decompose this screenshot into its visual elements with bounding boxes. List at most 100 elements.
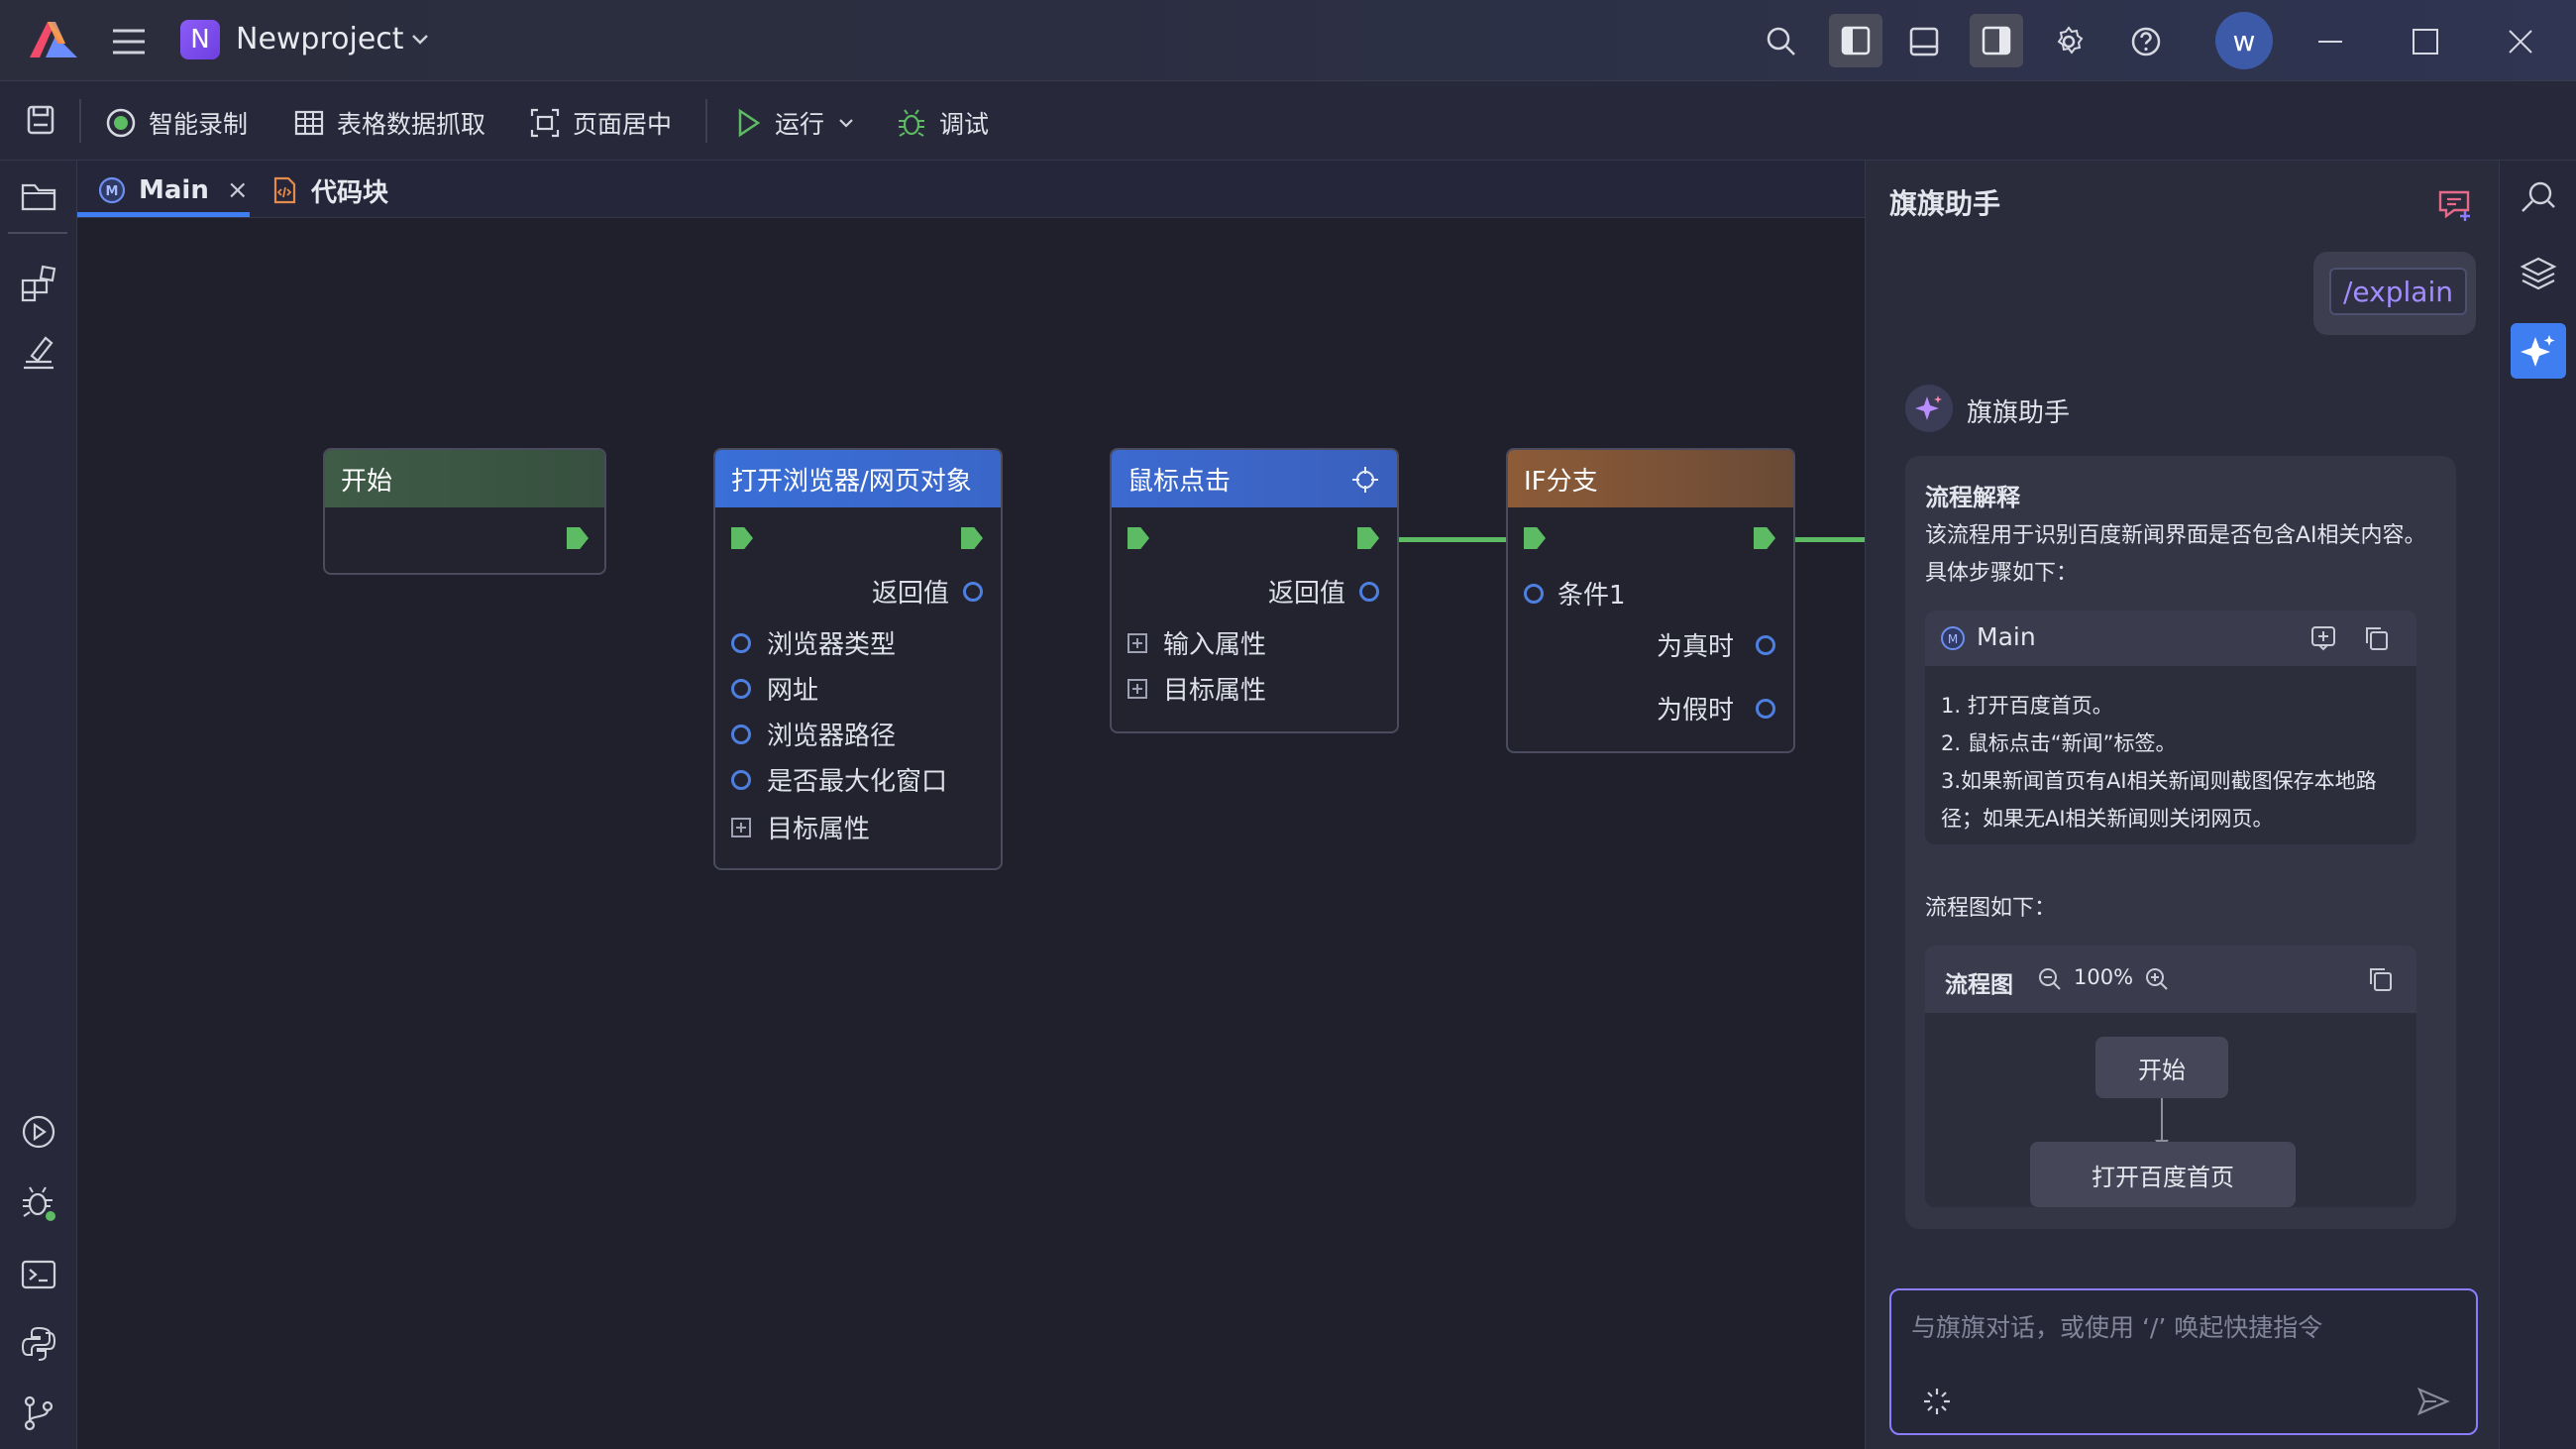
insert-icon[interactable] [2309,624,2337,652]
tab-main[interactable]: M Main × [97,168,249,212]
step-line: 径；如果无AI相关新闻则关闭网页。 [1941,807,2274,831]
param-port[interactable] [731,678,751,699]
terminal-icon[interactable] [17,1253,60,1296]
output-port[interactable] [961,527,983,549]
center-icon [530,108,560,138]
user-avatar[interactable]: w [2215,12,2273,69]
expand-row[interactable]: 目标属性 [1112,670,1397,707]
flowchart-block: 流程图 100% 开始 打开百度首页 [1925,946,2416,1207]
condition-port[interactable] [1524,583,1544,604]
expand-row[interactable]: 目标属性 [715,809,1001,845]
smart-record-button[interactable]: 智能录制 [105,103,248,143]
left-activity-bar [0,161,77,1449]
true-branch-port[interactable] [1756,634,1775,655]
python-icon[interactable] [17,1322,60,1366]
expand-plus-icon[interactable] [731,817,751,837]
output-port[interactable] [1357,527,1379,549]
center-page-label: 页面居中 [573,110,673,139]
copy-icon[interactable] [2367,965,2395,993]
maximize-icon[interactable] [2402,18,2449,65]
output-port[interactable] [567,527,589,549]
output-port[interactable] [1754,527,1775,549]
element-search-icon[interactable] [2511,170,2566,226]
false-branch-label: 为假时 [1656,696,1734,725]
components-icon[interactable] [17,262,60,305]
folder-icon[interactable] [17,174,60,218]
center-page-button[interactable]: 页面居中 [529,103,672,143]
response-intro-line: 具体步骤如下： [1925,561,2079,586]
project-name[interactable]: Newproject [236,22,404,56]
param-label: 浏览器路径 [767,722,897,751]
toggle-bottom-panel-icon[interactable] [1900,18,1948,65]
active-tab-indicator [77,212,250,217]
node-mouse-click[interactable]: 鼠标点击 返回值 输入属性 目标属性 [1110,448,1399,733]
search-icon[interactable] [1758,18,1805,65]
chevron-down-icon [839,119,853,128]
run-panel-icon[interactable] [17,1110,60,1154]
node-if-branch[interactable]: IF分支 条件1 为真时 为假时 [1506,448,1795,753]
element-picker-icon[interactable] [17,331,60,375]
hamburger-menu-icon[interactable] [109,24,149,59]
input-port[interactable] [1127,527,1149,549]
param-port[interactable] [731,724,751,744]
run-button[interactable]: 运行 [735,103,856,143]
settings-gear-icon[interactable] [2045,18,2093,65]
table-capture-button[interactable]: 表格数据抓取 [293,103,485,143]
mini-flow-edge [2161,1098,2163,1146]
node-start[interactable]: 开始 [323,448,606,575]
input-port[interactable] [731,527,753,549]
toolbar-divider [705,99,707,143]
git-branch-icon[interactable] [17,1392,60,1435]
run-label: 运行 [775,110,825,139]
expand-plus-icon[interactable] [1127,632,1147,653]
return-value-row: 返回值 [1112,573,1397,610]
step-line: 1. 打开百度首页。 [1941,694,2113,718]
smart-record-label: 智能录制 [149,110,249,139]
debug-label: 调试 [939,110,990,139]
ai-assistant-sparkle-icon[interactable] [2511,323,2566,379]
debug-panel-icon[interactable] [17,1181,60,1225]
zoom-in-icon[interactable] [2143,965,2171,993]
layers-icon[interactable] [2511,246,2566,301]
zoom-out-icon[interactable] [2036,965,2064,993]
diagram-caption: 流程图如下： [1925,896,2057,921]
return-value-label: 返回值 [1267,579,1345,609]
return-value-label: 返回值 [871,579,949,609]
zoom-level: 100% [2074,965,2134,989]
flow-canvas[interactable]: 开始 打开浏览器/网页对象 返回值 浏览器类型 网址 浏览器路径 是否最大化窗口 [77,218,1865,1449]
chevron-down-icon[interactable] [408,28,432,52]
assistant-name: 旗旗助手 [1967,398,2071,428]
expand-row[interactable]: 输入属性 [1112,624,1397,661]
user-command: /explain [2329,268,2467,315]
param-label: 网址 [767,676,819,706]
minimize-icon[interactable] [2307,18,2354,65]
node-open-browser[interactable]: 打开浏览器/网页对象 返回值 浏览器类型 网址 浏览器路径 是否最大化窗口 目标… [713,448,1003,870]
save-icon[interactable] [24,103,57,137]
assistant-panel: 旗旗助手 /explain 旗旗助手 流程解释 该流程用于识别百度新闻界面是否包… [1865,161,2499,1449]
true-branch-label: 为真时 [1656,632,1734,662]
help-icon[interactable] [2122,18,2170,65]
toggle-left-panel-icon[interactable] [1829,14,1882,67]
tab-code-block[interactable]: 代码块 [269,168,388,212]
new-chat-icon[interactable] [2434,184,2474,224]
chat-input-placeholder[interactable]: 与旗旗对话，或使用 ‘/’ 唤起快捷指令 [1911,1313,2323,1342]
send-icon[interactable] [2416,1386,2450,1417]
app-logo [26,18,81,61]
param-port[interactable] [731,769,751,790]
input-port[interactable] [1524,527,1546,549]
param-port[interactable] [731,632,751,653]
tab-close-icon[interactable]: × [226,175,249,205]
expand-plus-icon[interactable] [1127,678,1147,699]
editor-tabs: M Main × 代码块 [77,161,1865,218]
debug-button[interactable]: 调试 [896,103,989,143]
flow-code-block: M Main 1. 打开百度首页。 2. 鼠标点击“新闻”标签。 3.如果新闻首… [1925,611,2416,844]
toggle-right-panel-icon[interactable] [1970,14,2023,67]
copy-icon[interactable] [2363,624,2391,652]
false-branch-port[interactable] [1756,698,1775,719]
chat-input-box[interactable]: 与旗旗对话，或使用 ‘/’ 唤起快捷指令 [1889,1288,2478,1435]
close-icon[interactable] [2497,18,2544,65]
bug-icon [899,109,924,137]
return-value-port[interactable] [1359,581,1379,602]
return-value-port[interactable] [963,581,983,602]
magic-wand-icon[interactable] [1921,1386,1953,1417]
